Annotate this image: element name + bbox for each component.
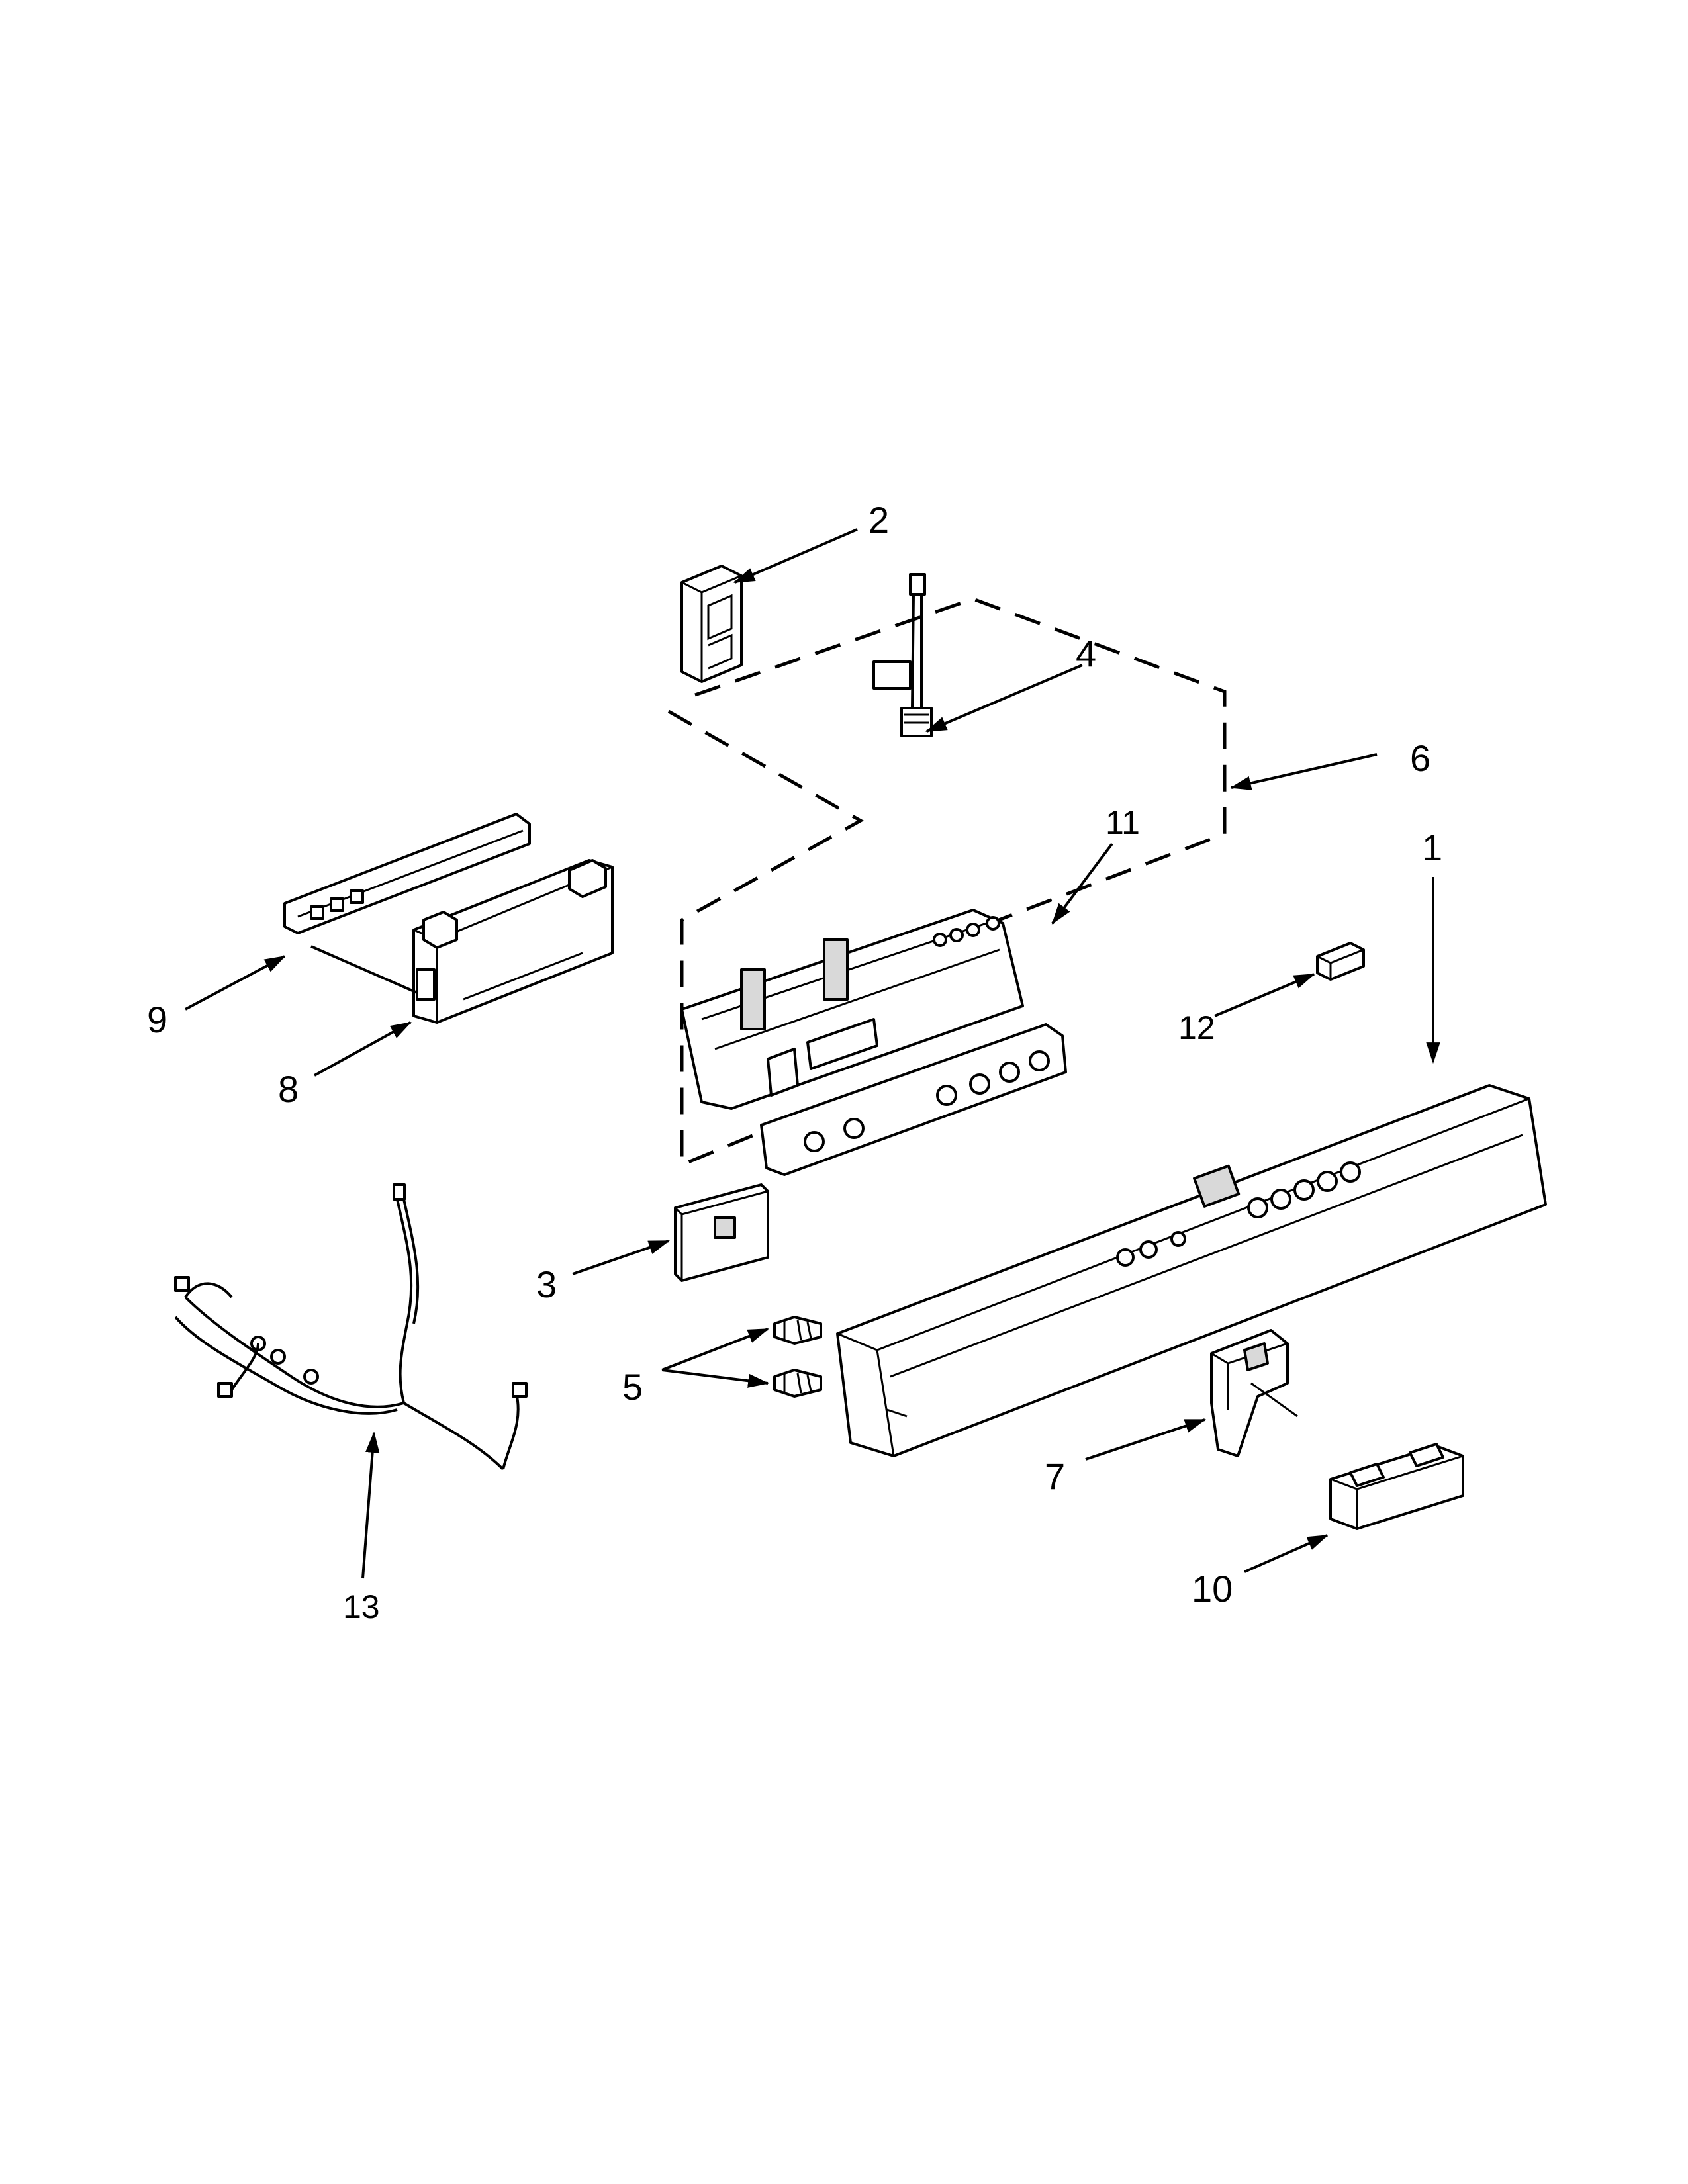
- leader-8: [314, 1021, 412, 1077]
- leader-5b: [661, 1369, 770, 1388]
- callout-4: 4: [1076, 633, 1096, 674]
- callout-labels: 1 2 3 4 5 6 7 8 9 10 11 12 13: [147, 499, 1442, 1625]
- callout-5: 5: [622, 1366, 643, 1408]
- leader-9-link: [310, 945, 418, 994]
- leader-9: [185, 955, 286, 1011]
- callout-6: 6: [1410, 737, 1430, 779]
- part-12-clip: [1316, 942, 1365, 981]
- callout-11: 11: [1105, 804, 1140, 841]
- part-3-cover: [674, 1183, 769, 1282]
- leader-2: [733, 528, 858, 584]
- part-7-latch: [1210, 1329, 1298, 1457]
- leader-7: [1085, 1418, 1207, 1461]
- leader-lines: [185, 528, 1440, 1579]
- callout-10: 10: [1192, 1568, 1233, 1610]
- leader-6: [1229, 753, 1378, 790]
- part-4-harness: [872, 573, 933, 737]
- callout-7: 7: [1045, 1455, 1065, 1497]
- leader-12: [1214, 973, 1315, 1017]
- callout-12: 12: [1178, 1009, 1215, 1046]
- part-8-control-module: [412, 859, 614, 1024]
- callout-8: 8: [278, 1068, 299, 1110]
- callout-9: 9: [147, 999, 167, 1040]
- leader-13: [361, 1431, 380, 1579]
- callout-1: 1: [1422, 827, 1442, 868]
- part-13-wire-harness: [174, 1183, 528, 1471]
- leader-11: [1051, 842, 1113, 925]
- part-5-screws: [773, 1316, 822, 1398]
- callout-3: 3: [536, 1263, 557, 1305]
- part-1-console-panel: [836, 1084, 1547, 1457]
- leader-5a: [661, 1328, 769, 1371]
- part-11-control-board: [680, 909, 1067, 1176]
- leader-3: [572, 1240, 671, 1275]
- part-2-bracket: [680, 565, 743, 683]
- callout-2: 2: [868, 499, 889, 541]
- part-10-block: [1329, 1443, 1464, 1530]
- leader-10: [1244, 1534, 1329, 1573]
- leader-4: [925, 664, 1083, 733]
- callout-13: 13: [343, 1588, 380, 1625]
- assembly-boundary-dashed: [667, 597, 1227, 1167]
- part-9-strip: [283, 813, 531, 934]
